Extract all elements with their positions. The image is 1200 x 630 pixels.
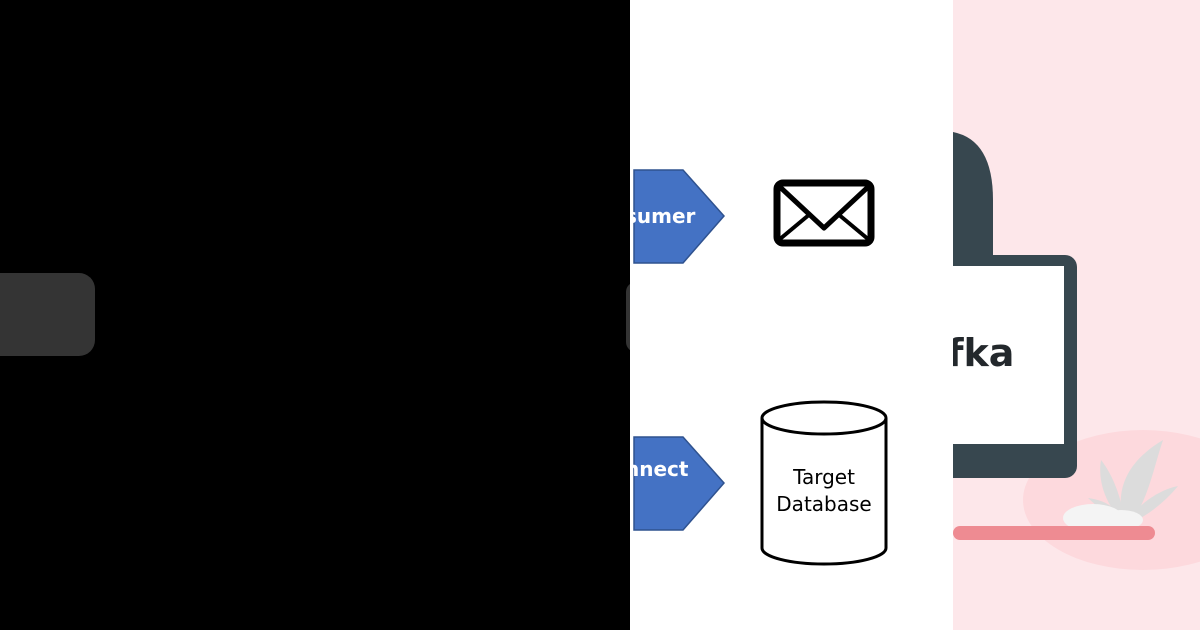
laptop-screen	[953, 266, 1064, 444]
consumer-arrow-label: sumer	[630, 204, 696, 228]
connect-arrow-label: nnect	[630, 457, 689, 481]
database-label-line2: Database	[776, 492, 871, 516]
left-panel-art	[0, 0, 630, 630]
consumer-arrow	[633, 169, 725, 264]
connect-arrow	[633, 436, 725, 531]
screen-text: fka	[953, 331, 1014, 375]
left-black-panel	[0, 0, 630, 630]
envelope-icon	[773, 179, 875, 247]
right-illustration-panel: fka	[953, 0, 1200, 630]
database-label-line1: Target	[792, 465, 855, 489]
database-cylinder-icon	[760, 400, 888, 566]
diagram-canvas: sumer nnect Target Database	[630, 0, 953, 630]
rounded-block-left	[0, 273, 95, 356]
laptop-base	[953, 526, 1155, 540]
rounded-block-edge	[626, 284, 630, 350]
laptop-lid-edge	[953, 132, 993, 262]
left-background	[0, 0, 630, 630]
plant-icon	[1063, 440, 1178, 532]
laptop-illustration: fka	[953, 0, 1200, 630]
center-diagram-panel: sumer nnect Target Database	[630, 0, 953, 630]
